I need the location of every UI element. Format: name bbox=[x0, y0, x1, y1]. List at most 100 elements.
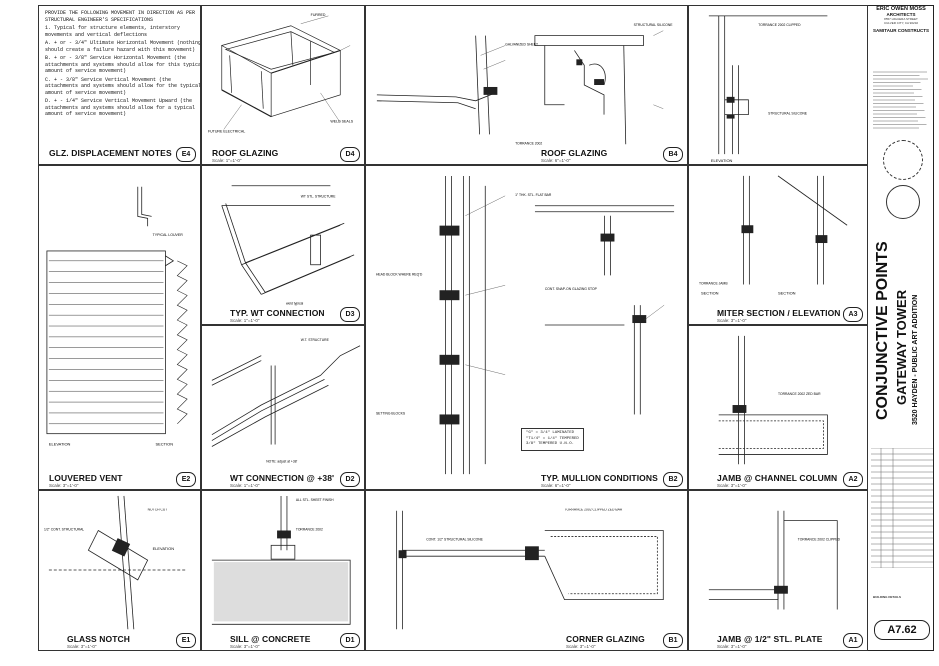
firm-name: ERIC OWEN MOSS bbox=[876, 6, 926, 12]
svg-text:FURRED: FURRED bbox=[311, 13, 326, 17]
detail-badge: A1 bbox=[843, 633, 863, 648]
svg-text:SETTING BLOCKS: SETTING BLOCKS bbox=[376, 411, 406, 415]
panel-jamb-channel-column: TORRANCE 2002 ZED BAR JAMB @ CHANNEL COL… bbox=[688, 325, 868, 490]
note-item: A. + or - 3/4" Ultimate Horizontal Movem… bbox=[45, 40, 201, 53]
panel-scale: Scale: 3"=1'-0" bbox=[230, 644, 260, 649]
panel-typ-wt-connection: WT STL. STRUCTURE weld typical TYP. WT C… bbox=[201, 165, 365, 325]
svg-text:CONT. 1/2" STRUCTURAL SILICONE: CONT. 1/2" STRUCTURAL SILICONE bbox=[426, 537, 483, 541]
panel-title: TYP. MULLION CONDITIONS bbox=[541, 473, 658, 483]
svg-text:GALVANIZED SHEET: GALVANIZED SHEET bbox=[505, 43, 538, 47]
panel-glz-displacement-notes: PROVIDE THE FOLLOWING MOVEMENT IN DIRECT… bbox=[38, 5, 201, 165]
detail-badge: B2 bbox=[663, 472, 683, 487]
panel-scale: Scale: 3"=1'-0" bbox=[49, 483, 79, 488]
panel-title: MITER SECTION / ELEVATION bbox=[717, 308, 841, 318]
panel-typ-mullion-conditions: 1" THK. STL. FLAT BAR CONT. SNAP-ON GLAZ… bbox=[365, 165, 688, 490]
panel-miter-section-elevation: TORRANCE JAMB SECTION SECTION MITER SECT… bbox=[688, 165, 868, 325]
panel-title: TYP. WT CONNECTION bbox=[230, 308, 325, 318]
detail-badge: D4 bbox=[340, 147, 360, 162]
svg-text:WT STL. STRUCTURE: WT STL. STRUCTURE bbox=[301, 195, 336, 199]
roof-glazing-isometric-drawing: FURRED WELD SEALS FUTURE ELECTRICAL bbox=[208, 13, 354, 134]
detail-badge: D2 bbox=[340, 472, 360, 487]
svg-text:NOTCH CUT: NOTCH CUT bbox=[148, 508, 168, 512]
firm-info: ERIC OWEN MOSS ARCHITECTS 8557 HIGUERA S… bbox=[870, 6, 932, 33]
miter-section-drawing: TORRANCE JAMB SECTION SECTION bbox=[699, 175, 848, 295]
panel-a4: TORRANCE 2002 CLIPPED STRUCTURAL SILICON… bbox=[688, 5, 868, 165]
svg-text:TORRANCE 2002 CLIPPED ZED BAR: TORRANCE 2002 CLIPPED ZED BAR bbox=[565, 508, 623, 512]
panel-title: ROOF GLAZING bbox=[212, 148, 279, 158]
contractor-name: SAMITAUR CONSTRUCTS bbox=[873, 28, 929, 33]
detail-badge: B4 bbox=[663, 147, 683, 162]
project-address: 3520 HAYDEN - PUBLIC ART ADDITION bbox=[912, 294, 919, 425]
sheet-number: A7.62 bbox=[874, 620, 930, 640]
svg-text:weld typical: weld typical bbox=[286, 301, 304, 305]
panel-scale: Scale: 1"=1'-0" bbox=[230, 483, 260, 488]
elevation-detail-drawing: TORRANCE 2002 CLIPPED STRUCTURAL SILICON… bbox=[708, 15, 828, 163]
svg-text:WELD SEALS: WELD SEALS bbox=[330, 120, 353, 124]
svg-text:SECTION: SECTION bbox=[701, 290, 719, 295]
project-title-block: CONJUNCTIVE POINTS GATEWAY TOWER 3520 HA… bbox=[874, 215, 934, 465]
svg-text:W.T. STRUCTURE: W.T. STRUCTURE bbox=[301, 338, 330, 342]
svg-text:STRUCTURAL SILICONE: STRUCTURAL SILICONE bbox=[768, 112, 808, 116]
note-item: C. + - 3/8" Service Vertical Movement (t… bbox=[45, 76, 201, 96]
title-block-notes bbox=[873, 70, 929, 130]
panel-title: WT CONNECTION @ +38' bbox=[230, 473, 335, 483]
panel-title: LOUVERED VENT bbox=[49, 473, 123, 483]
glass-notch-drawing: NOTCH CUT 1/2" CONT. STRUCTURAL ELEVATIO… bbox=[44, 495, 188, 630]
svg-text:HEAD BLOCK WHERE REQ'D: HEAD BLOCK WHERE REQ'D bbox=[376, 272, 423, 276]
jamb-channel-column-drawing: TORRANCE 2002 ZED BAR bbox=[718, 335, 828, 465]
panel-title: JAMB @ 1/2" STL. PLATE bbox=[717, 634, 823, 644]
svg-text:TORRANCE 2002 CLIPPED: TORRANCE 2002 CLIPPED bbox=[798, 537, 841, 541]
panel-title: CORNER GLAZING bbox=[566, 634, 645, 644]
title-block bbox=[868, 5, 934, 651]
svg-text:NOTE: adjust at +38': NOTE: adjust at +38' bbox=[266, 459, 297, 463]
notes-lines bbox=[873, 71, 928, 129]
firm-address: 8557 HIGUERA STREET CULVER CITY, CA 9023… bbox=[883, 17, 919, 25]
panel-title: ROOF GLAZING bbox=[541, 148, 608, 158]
detail-badge: A2 bbox=[843, 472, 863, 487]
detail-badge: D3 bbox=[340, 307, 360, 322]
detail-badge: A3 bbox=[843, 307, 863, 322]
svg-text:CONT. SNAP-ON GLAZING STOP: CONT. SNAP-ON GLAZING STOP bbox=[545, 287, 598, 291]
panel-scale: Scale: 6"=1'-0" bbox=[541, 158, 571, 163]
sill-concrete-drawing: ALL STL. SHEET FINISH TORRANCE 2002 bbox=[211, 495, 351, 625]
wt-connection-38-drawing: W.T. STRUCTURE NOTE: adjust at +38' bbox=[211, 338, 361, 463]
svg-text:TORRANCE JAMB: TORRANCE JAMB bbox=[699, 282, 728, 286]
sheet-description: BUILDING DETAILS bbox=[873, 595, 901, 599]
svg-text:TORRANCE 2002: TORRANCE 2002 bbox=[515, 141, 542, 145]
svg-text:ELEVATION: ELEVATION bbox=[49, 442, 71, 447]
panel-scale: Scale: 6"=1'-0" bbox=[541, 483, 571, 488]
project-title: CONJUNCTIVE POINTS bbox=[874, 241, 891, 420]
project-subtitle: GATEWAY TOWER bbox=[894, 289, 909, 405]
svg-text:FUTURE ELECTRICAL: FUTURE ELECTRICAL bbox=[208, 129, 245, 133]
panel-glass-notch: NOTCH CUT 1/2" CONT. STRUCTURAL ELEVATIO… bbox=[38, 490, 201, 651]
panel-title: SILL @ CONCRETE bbox=[230, 634, 311, 644]
corner-glazing-drawing: CONT. 1/2" STRUCTURAL SILICONE TORRANCE … bbox=[396, 508, 664, 630]
detail-badge: E2 bbox=[176, 472, 196, 487]
svg-text:TYPICAL LOUVER: TYPICAL LOUVER bbox=[153, 233, 184, 237]
svg-text:ALL STL. SHEET FINISH: ALL STL. SHEET FINISH bbox=[296, 498, 334, 502]
panel-title: GLZ. DISPLACEMENT NOTES bbox=[49, 148, 172, 158]
note-item: D. + - 1/4" Service Vertical Movement Up… bbox=[45, 98, 196, 117]
svg-text:1" THK. STL. FLAT BAR: 1" THK. STL. FLAT BAR bbox=[515, 193, 552, 197]
svg-text:SECTION: SECTION bbox=[778, 290, 796, 295]
elevation-label: ELEVATION bbox=[711, 158, 733, 163]
panel-scale: Scale: 3"=1'-0" bbox=[717, 318, 747, 323]
note-item: B. + or - 3/8" Service Horizontal Moveme… bbox=[45, 55, 201, 74]
firm-sub: ARCHITECTS bbox=[886, 12, 916, 17]
detail-badge: E4 bbox=[176, 147, 196, 162]
detail-badge: E1 bbox=[176, 633, 196, 648]
panel-roof-glazing-b4: GALVANIZED SHEET STRUCTURAL SILICONE TOR… bbox=[365, 5, 688, 165]
panel-scale: Scale: 3"=1'-0" bbox=[717, 644, 747, 649]
panel-wt-connection-38: W.T. STRUCTURE NOTE: adjust at +38' WT C… bbox=[201, 325, 365, 490]
notes-heading: PROVIDE THE FOLLOWING MOVEMENT IN DIRECT… bbox=[45, 10, 196, 23]
glass-type-note: "G" = 3/4" LAMINATED "T1/4" = 1/4" TEMPE… bbox=[521, 428, 584, 451]
panel-sill-concrete: ALL STL. SHEET FINISH TORRANCE 2002 SILL… bbox=[201, 490, 365, 651]
svg-text:ELEVATION: ELEVATION bbox=[153, 546, 175, 551]
panel-title: GLASS NOTCH bbox=[67, 634, 130, 644]
panel-scale: Scale: 1"=1'-0" bbox=[230, 318, 260, 323]
note-item: 1. Typical for structure elements, inter… bbox=[45, 25, 181, 38]
wt-connection-drawing: WT STL. STRUCTURE weld typical bbox=[221, 185, 355, 305]
svg-text:1/2" CONT. STRUCTURAL: 1/2" CONT. STRUCTURAL bbox=[44, 528, 84, 532]
louvered-vent-drawing: TYPICAL LOUVER ELEVATION SECTION bbox=[46, 186, 188, 447]
